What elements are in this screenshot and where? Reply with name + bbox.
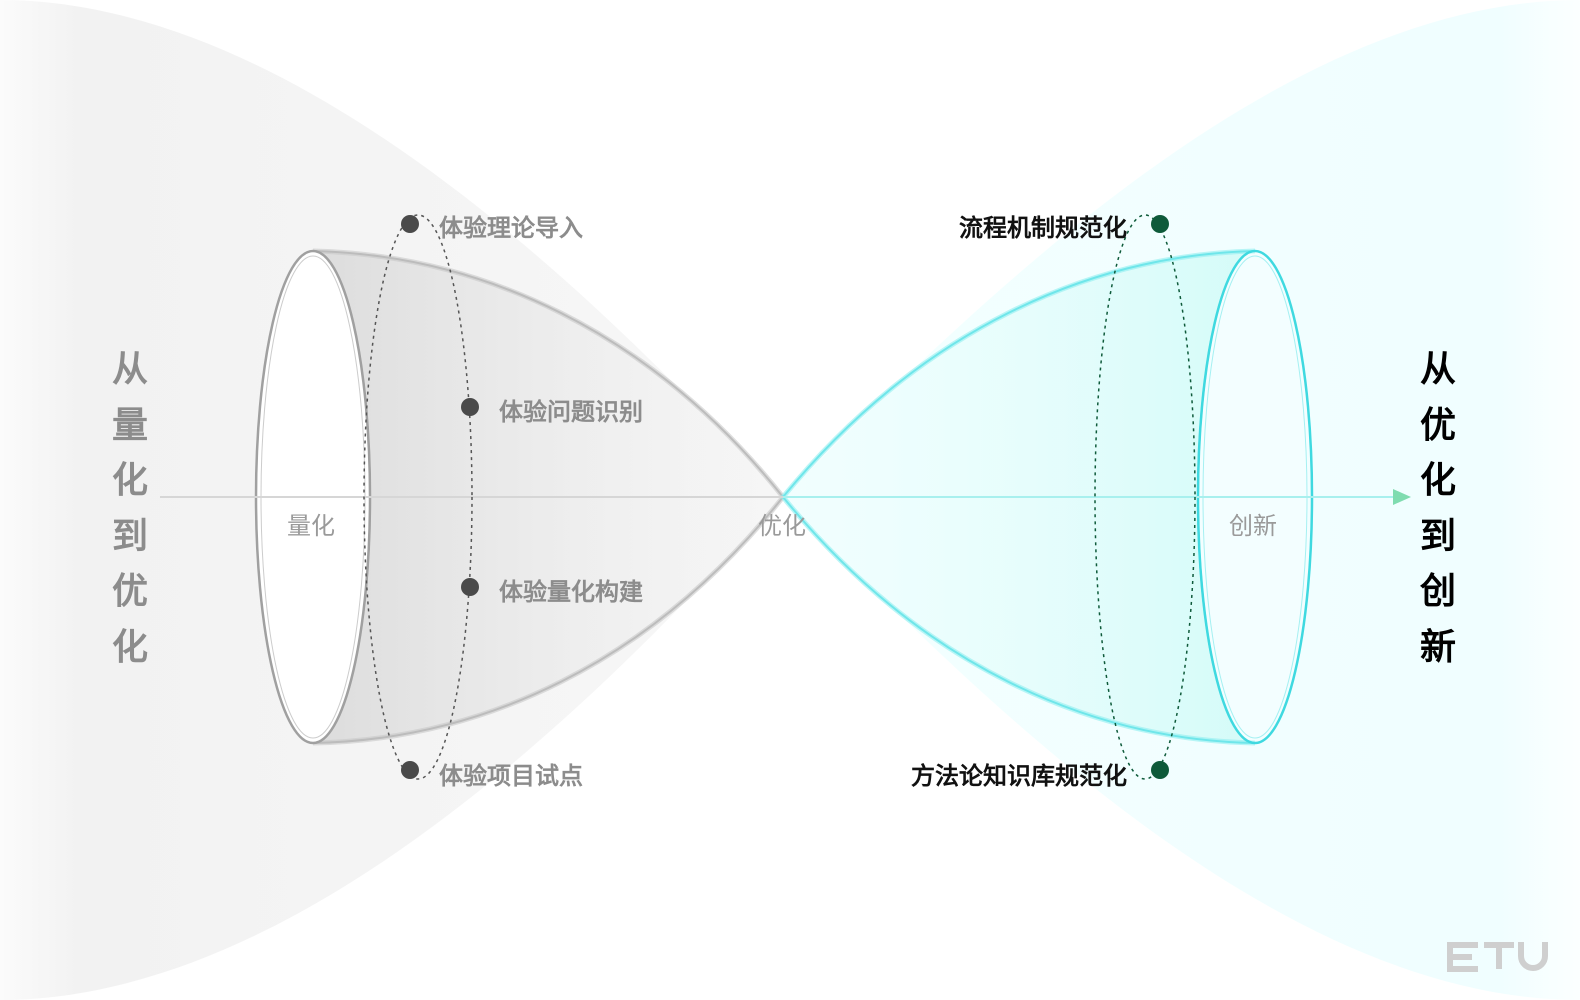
left-point-dot	[461, 398, 479, 416]
left-point-label: 体验量化构建	[499, 578, 643, 606]
axis-label-left: 量化	[287, 512, 335, 540]
left-point-label: 体验问题识别	[499, 398, 643, 426]
right-point-dot	[1151, 215, 1169, 233]
axis-label-right: 创新	[1229, 512, 1277, 540]
right-dashed-orbit	[1094, 214, 1196, 780]
right-title: 从优化到创新	[1419, 349, 1456, 668]
left-point-label: 体验理论导入	[439, 214, 583, 242]
left-title: 从量化到优化	[111, 349, 148, 668]
axis-label-center: 优化	[758, 512, 806, 540]
left-point-dot	[461, 578, 479, 596]
right-point-label: 方法论知识库规范化	[911, 762, 1127, 790]
right-point-dot	[1151, 761, 1169, 779]
etu-logo	[1447, 942, 1548, 972]
arrow-icon	[1393, 489, 1411, 505]
left-dashed-orbit	[363, 214, 473, 780]
left-point-dot	[401, 761, 419, 779]
right-point-label: 流程机制规范化	[959, 214, 1127, 242]
left-point-label: 体验项目试点	[439, 762, 583, 790]
left-point-dot	[401, 215, 419, 233]
